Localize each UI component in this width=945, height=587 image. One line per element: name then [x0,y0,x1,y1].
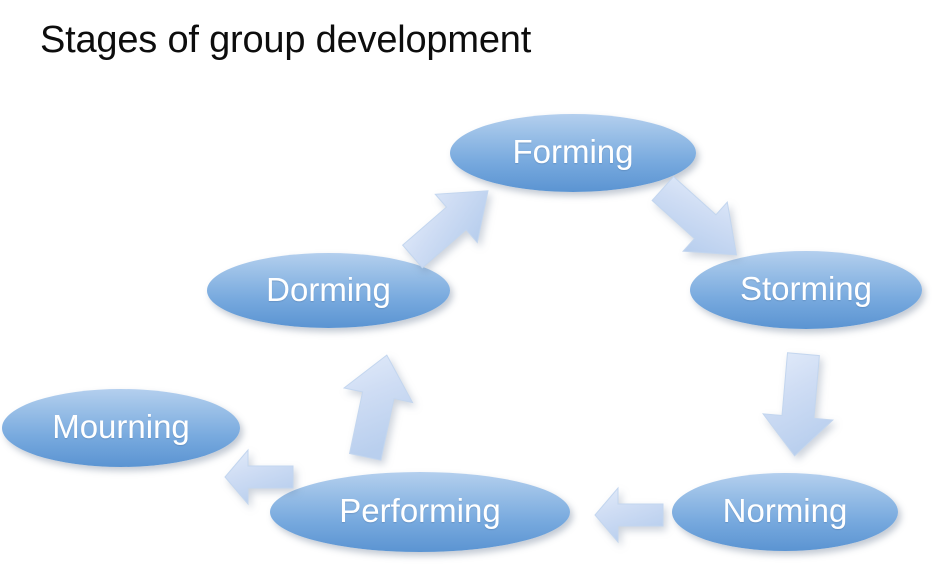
stage-node-storming[interactable]: Storming [690,251,922,329]
stage-label-dorming: Dorming [266,270,391,308]
stage-node-mourning[interactable]: Mourning [2,389,240,467]
stage-label-mourning: Mourning [52,408,190,445]
stage-label-storming: Storming [739,270,873,307]
arrow-performing-to-mourning-icon [222,447,296,507]
stage-label-norming: Norming [722,492,848,529]
arrow-dorming-to-forming-icon [396,182,506,269]
arrow-forming-to-storming-icon [645,175,755,264]
stage-label-performing: Performing [339,492,501,529]
stage-node-forming[interactable]: Forming [450,114,696,192]
arrow-norming-to-performing-icon [592,485,666,545]
arrow-storming-to-norming-icon [757,351,841,459]
stage-node-dorming[interactable]: Dorming [207,253,450,328]
stage-node-performing[interactable]: Performing [270,472,570,552]
page-title: Stages of group development [40,19,532,61]
arrow-mourning-to-dorming-icon [334,350,418,462]
stage-node-norming[interactable]: Norming [672,473,898,551]
stage-label-forming: Forming [512,133,634,170]
